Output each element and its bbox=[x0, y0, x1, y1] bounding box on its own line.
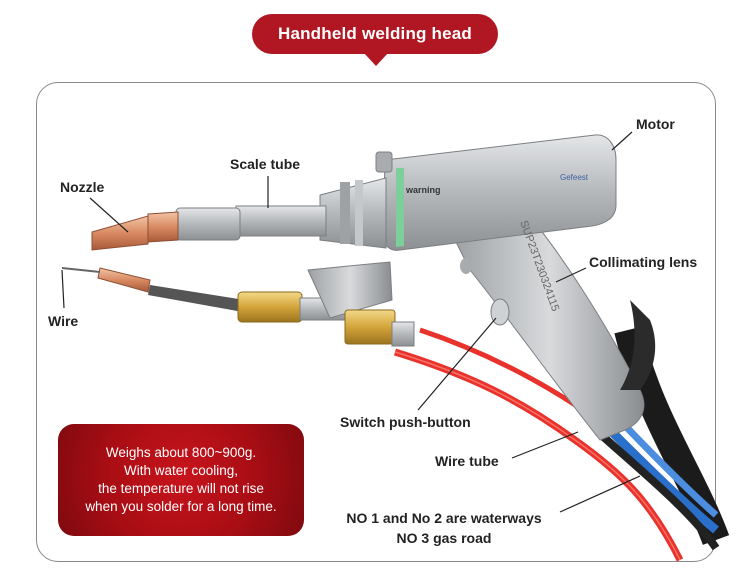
grip-handle bbox=[454, 204, 645, 441]
tube-note: NO 1 and No 2 are waterways NO 3 gas roa… bbox=[328, 508, 560, 548]
note-line-3: the temperature will not rise bbox=[98, 481, 264, 496]
label-switch-push-button: Switch push-button bbox=[340, 414, 471, 430]
leader-lines bbox=[61, 131, 641, 513]
title-pointer bbox=[363, 52, 389, 66]
label-nozzle: Nozzle bbox=[60, 179, 105, 195]
note-line-1: Weighs about 800~900g. bbox=[105, 445, 257, 460]
label-gas-road: NO 3 gas road bbox=[396, 530, 492, 546]
label-motor: Motor bbox=[636, 116, 675, 132]
nozzle bbox=[147, 211, 179, 243]
wire-feeder bbox=[148, 285, 245, 312]
label-wire-tube: Wire tube bbox=[435, 453, 499, 469]
motor-housing bbox=[382, 134, 617, 251]
label-collimating-lens: Collimating lens bbox=[589, 254, 698, 270]
note-line-4: when you solder for a long time. bbox=[85, 499, 277, 514]
content-frame bbox=[36, 82, 716, 562]
label-scale-tube: Scale tube bbox=[230, 156, 301, 172]
label-wire: Wire bbox=[48, 313, 79, 329]
page-title: Handheld welding head bbox=[252, 14, 498, 54]
warning-text: warning bbox=[405, 185, 441, 195]
weight-note: Weighs about 800~900g. With water coolin… bbox=[58, 424, 304, 536]
label-waterways: NO 1 and No 2 are waterways bbox=[346, 510, 542, 526]
brand-text: Gefeest bbox=[560, 173, 589, 182]
scale-tube bbox=[235, 205, 327, 237]
note-line-2: With water cooling, bbox=[123, 463, 239, 478]
